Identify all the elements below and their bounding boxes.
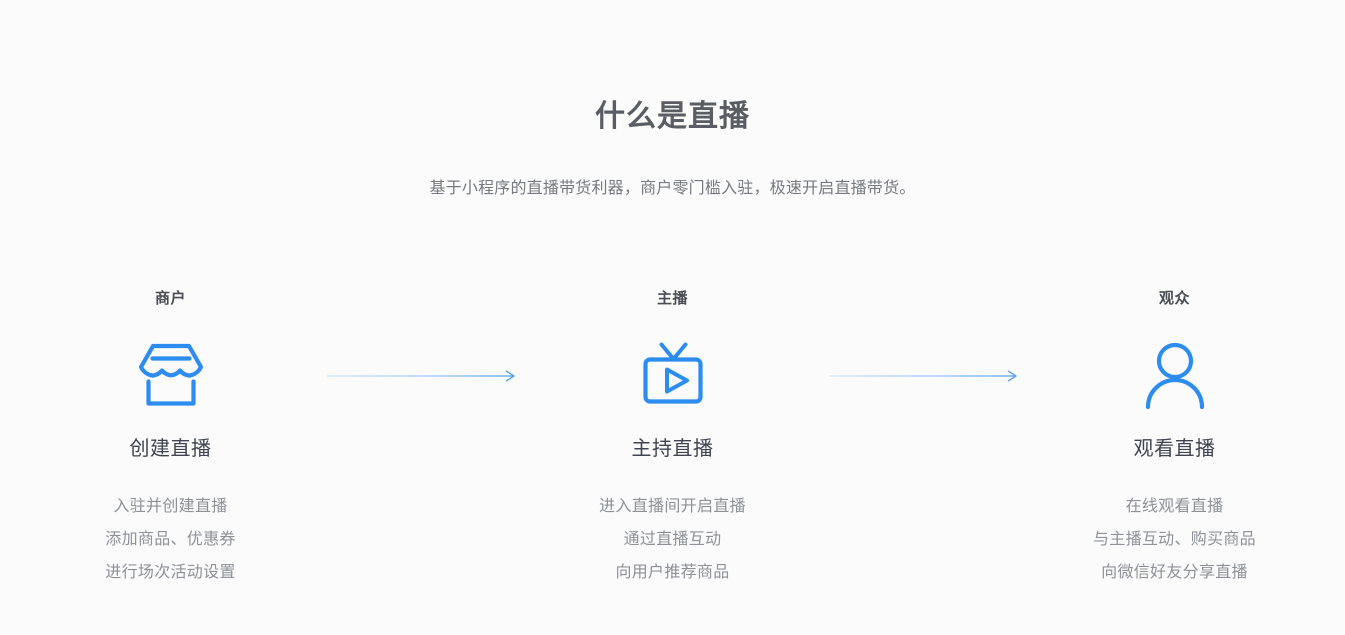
step-description-line: 入驻并创建直播 [113, 498, 228, 515]
arrow-right-icon [828, 370, 1017, 382]
step-title: 主持直播 [631, 438, 714, 460]
flow-step-viewer: 观众 观看直播 在线观看直播 与主播互动、购买商品 向微信好友分享直播 [1019, 288, 1331, 589]
step-role-label: 商户 [154, 290, 186, 307]
flow-diagram: 商户 创建直播 入驻并创建直播 添加商品、优惠券 进行场次活动设置 [0, 288, 1345, 589]
arrow-right-icon [326, 370, 515, 382]
step-description-line: 向用户推荐商品 [615, 564, 730, 581]
step-title: 创建直播 [129, 438, 212, 460]
step-description: 进入直播间开启直播 通过直播互动 向用户推荐商品 [517, 490, 829, 589]
flow-step-merchant: 商户 创建直播 入驻并创建直播 添加商品、优惠券 进行场次活动设置 [15, 288, 327, 589]
step-description-line: 进行场次活动设置 [105, 564, 236, 581]
page-title: 什么是直播 [595, 100, 750, 133]
step-description-line: 与主播互动、购买商品 [1092, 531, 1256, 548]
flow-connector [828, 333, 1019, 419]
step-role-label: 主播 [656, 290, 688, 307]
tv-play-icon [517, 333, 829, 419]
shop-icon [15, 333, 327, 419]
step-title: 观看直播 [1133, 438, 1216, 460]
step-description-line: 向微信好友分享直播 [1101, 564, 1248, 581]
step-description-line: 在线观看直播 [1125, 498, 1224, 515]
page-subtitle: 基于小程序的直播带货利器，商户零门槛入驻，极速开启直播带货。 [429, 180, 916, 197]
flow-step-anchor: 主播 主持直播 进入直播间开启直播 通过直播互动 向用户推荐商品 [517, 288, 829, 589]
flow-connector [326, 333, 517, 419]
step-description-line: 通过直播互动 [623, 531, 722, 548]
step-description-line: 进入直播间开启直播 [599, 498, 746, 515]
step-description-line: 添加商品、优惠券 [105, 531, 236, 548]
step-role-label: 观众 [1158, 290, 1190, 307]
person-icon [1019, 333, 1331, 419]
step-description: 入驻并创建直播 添加商品、优惠券 进行场次活动设置 [15, 490, 327, 589]
heading-block: 什么是直播 基于小程序的直播带货利器，商户零门槛入驻，极速开启直播带货。 [0, 96, 1345, 202]
step-description: 在线观看直播 与主播互动、购买商品 向微信好友分享直播 [1019, 490, 1331, 589]
